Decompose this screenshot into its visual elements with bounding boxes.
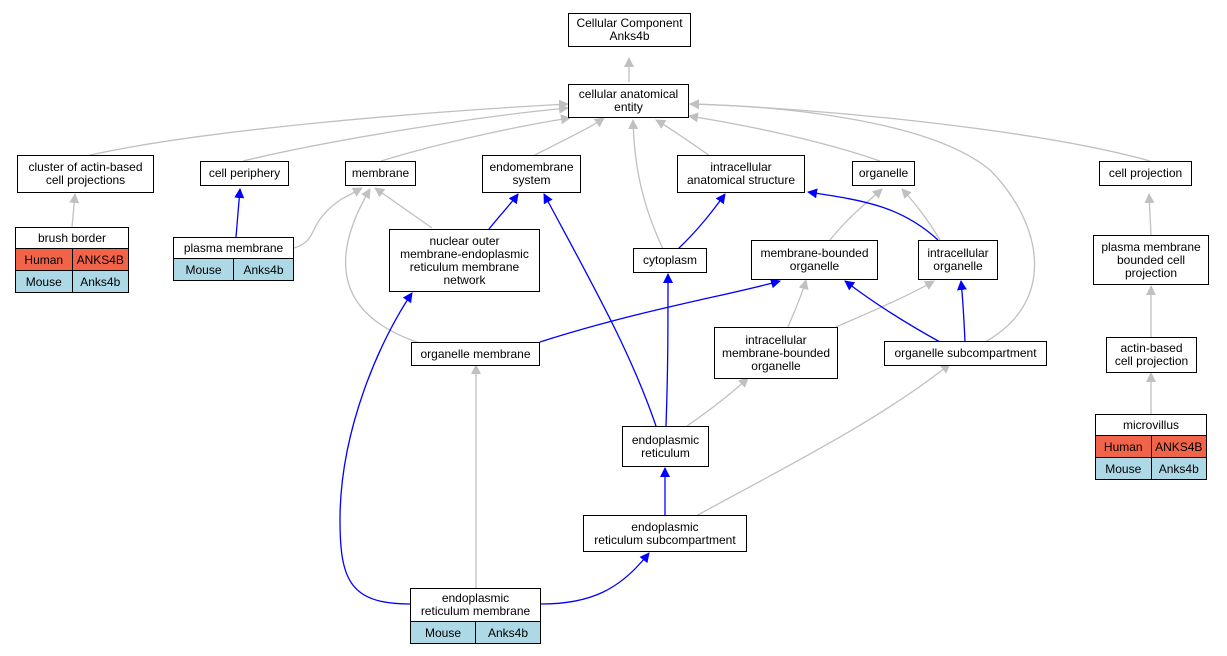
- edge-imbo-mbo: [787, 279, 809, 328]
- edge-nucouter-membrane: [374, 187, 433, 229]
- edge-cytoplasm-ias: [677, 193, 726, 250]
- node-cell-periphery[interactable]: cell periphery: [200, 161, 289, 186]
- edge-pm-membrane: [293, 187, 363, 249]
- edge-imbo-intraorg: [835, 280, 935, 328]
- species-cell: Human: [1103, 439, 1143, 454]
- edge-erm-ersub: [540, 552, 650, 605]
- gene-node-plasma-membrane[interactable]: plasma membrane Mouse Anks4b: [173, 237, 294, 281]
- node-nuclear-outer-membrane-er-network[interactable]: nuclear outer membrane-endoplasmic retic…: [389, 229, 540, 292]
- edge-cellproj-cae: [689, 99, 1151, 162]
- node-organelle[interactable]: organelle: [852, 161, 915, 186]
- edge-orgmem-membrane: [344, 188, 421, 344]
- species-cell: Mouse: [185, 262, 222, 277]
- edge-er-cytoplasm: [662, 273, 673, 427]
- gene-node-microvillus[interactable]: microvillus Human ANKS4B Mouse Anks4b: [1095, 414, 1207, 480]
- species-cell: Mouse: [1105, 461, 1142, 476]
- node-intracellular-organelle[interactable]: intracellular organelle: [918, 240, 998, 280]
- edge-ias-cae: [655, 119, 711, 157]
- node-actin-based-cell-projection[interactable]: actin-based cell projection: [1106, 337, 1197, 373]
- edge-er-endomembrane: [543, 193, 657, 427]
- edge-mbo-organelle: [829, 188, 883, 241]
- node-endomembrane-system[interactable]: endomembrane system: [482, 155, 581, 193]
- gene-node-title: microvillus: [1096, 415, 1206, 436]
- edge-pmbcp-cellproj: [1144, 193, 1155, 236]
- gene-node-er-membrane[interactable]: endoplasmic reticulum membrane Mouse Ank…: [410, 588, 541, 644]
- gene-node-brush-border[interactable]: brush border Human ANKS4B Mouse Anks4b: [15, 227, 129, 293]
- gene-cell: Anks4b: [71, 271, 129, 292]
- edge-endomembrane-cae: [532, 117, 605, 157]
- gene-node-title: endoplasmic reticulum membrane: [411, 589, 540, 622]
- edge-membrane-cae: [380, 114, 571, 162]
- edge-ersub-orgsub: [695, 363, 951, 517]
- edge-orgsub-mbo: [844, 280, 941, 343]
- edge-intraorg-ias: [807, 188, 939, 241]
- edge-organelle-cae: [688, 112, 881, 162]
- edge-nucouter-endomembrane: [488, 193, 519, 230]
- node-cellular-component[interactable]: Cellular Component Anks4b: [568, 13, 691, 47]
- species-cell: Human: [24, 252, 64, 267]
- species-cell: Mouse: [424, 625, 462, 640]
- gene-cell: Anks4b: [475, 622, 540, 643]
- edge-cytoplasm-cae: [628, 119, 664, 250]
- gene-cell: Anks4b: [233, 259, 293, 280]
- node-cellular-anatomical-entity[interactable]: cellular anatomical entity: [568, 84, 689, 118]
- node-membrane-bounded-organelle[interactable]: membrane-bounded organelle: [751, 240, 878, 280]
- node-cytoplasm[interactable]: cytoplasm: [633, 248, 707, 273]
- node-endoplasmic-reticulum[interactable]: endoplasmic reticulum: [622, 426, 709, 467]
- edge-orgsub-intraorg: [956, 280, 967, 343]
- gene-node-title: plasma membrane: [174, 238, 293, 259]
- edge-periphery-cae: [242, 103, 569, 162]
- gene-cell: ANKS4B: [1150, 436, 1207, 457]
- node-cell-projection[interactable]: cell projection: [1099, 161, 1192, 186]
- node-er-subcompartment[interactable]: endoplasmic reticulum subcompartment: [583, 515, 747, 552]
- edge-orgsub-cae: [689, 99, 1036, 343]
- gene-cell: ANKS4B: [71, 249, 129, 270]
- node-intracellular-membrane-bounded-organelle[interactable]: intracellular membrane-bounded organelle: [714, 327, 838, 379]
- node-intracellular-anatomical-structure[interactable]: intracellular anatomical structure: [677, 155, 805, 193]
- node-membrane[interactable]: membrane: [345, 161, 416, 186]
- edge-cluster-cae: [85, 99, 569, 157]
- node-organelle-subcompartment[interactable]: organelle subcompartment: [884, 341, 1047, 366]
- node-cluster-actin-cell-projections[interactable]: cluster of actin-based cell projections: [17, 155, 154, 193]
- part-of-edges: [234, 188, 967, 605]
- node-pm-bounded-cell-projection[interactable]: plasma membrane bounded cell projection: [1093, 235, 1209, 285]
- edge-intraorg-organelle: [901, 188, 941, 241]
- edge-erm-nucouter: [339, 292, 413, 605]
- is-a-edges: [69, 57, 1156, 589]
- edge-brush-cluster: [69, 193, 80, 228]
- edge-orgmem-mbo: [539, 278, 781, 343]
- species-cell: Mouse: [25, 274, 62, 289]
- node-organelle-membrane[interactable]: organelle membrane: [411, 342, 540, 366]
- edge-er-imbo: [686, 377, 749, 427]
- gene-node-title: brush border: [16, 228, 128, 249]
- edge-pm-periphery: [234, 188, 245, 238]
- gene-cell: Anks4b: [1150, 458, 1207, 479]
